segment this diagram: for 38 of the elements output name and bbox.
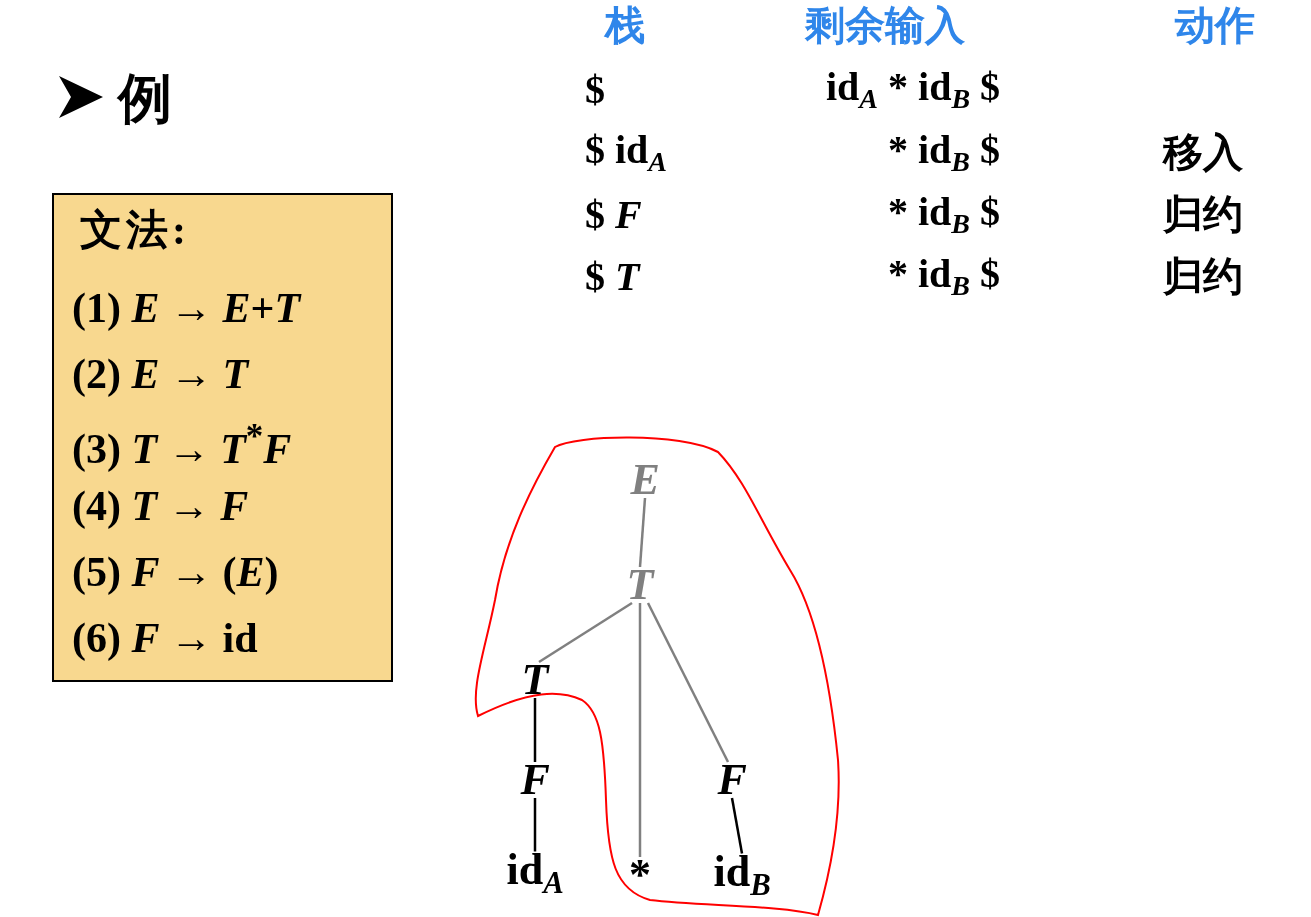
table-cell: 移入: [1163, 133, 1243, 173]
grammar-rule: (3) T → T$^{*}$F: [72, 419, 292, 470]
tree-node-label: F: [520, 758, 550, 802]
tree-node-label: id$_{B}$: [713, 849, 771, 901]
tree-edge: [638, 603, 642, 857]
tree-edge: [638, 497, 647, 568]
tree-edge: [533, 698, 537, 762]
table-header: 动作: [1175, 6, 1255, 46]
box-heading: 文法:: [80, 209, 190, 251]
grammar-rule: (1) E → E+T: [72, 287, 301, 329]
table-cell: * id$_{B}$ $: [888, 254, 1001, 301]
title: 例: [118, 72, 172, 126]
table-cell: 归约: [1163, 195, 1243, 235]
tree-node-label: T: [521, 658, 549, 702]
tree-node-label: id$_{A}$: [506, 847, 564, 899]
tree-edge: [646, 602, 730, 763]
table-cell: $ F: [585, 195, 642, 235]
tree-node-label: F: [717, 758, 747, 802]
grammar-rule: (5) F → (E): [72, 551, 279, 593]
table-header: 剩余输入: [805, 6, 965, 46]
table-cell: * id$_{B}$ $: [888, 192, 1001, 239]
tree-node-label: E: [630, 458, 660, 502]
table-cell: * id$_{B}$ $: [888, 130, 1001, 177]
table-cell: 归约: [1163, 257, 1243, 297]
tree-edge: [730, 797, 744, 854]
grammar-box: [52, 193, 393, 682]
table-cell: $ id$_{A}$: [585, 130, 668, 177]
table-cell: $ T: [585, 257, 640, 297]
table-cell: $: [585, 70, 605, 110]
grammar-rule: (2) E → T: [72, 353, 249, 395]
table-header: 栈: [605, 6, 645, 46]
tree-edge: [533, 798, 537, 852]
grammar-rule: (4) T → F: [72, 485, 249, 527]
grammar-rule: (6) F → id: [72, 617, 258, 659]
tree-node-label: T: [626, 563, 654, 607]
table-cell: id$_{A}$ * id$_{B}$ $: [826, 67, 1001, 114]
tree-edge: [538, 601, 633, 664]
tree-node-label: *: [629, 853, 651, 897]
